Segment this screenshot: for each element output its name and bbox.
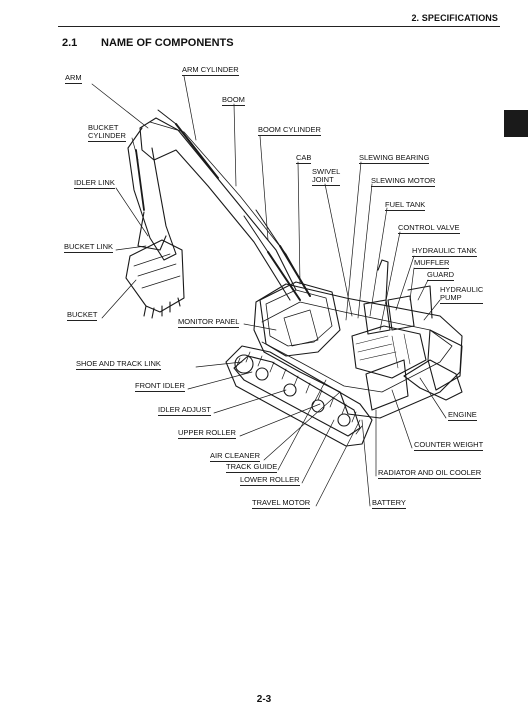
engine-detail	[355, 333, 411, 369]
boom-cylinder	[267, 245, 311, 301]
label-counter-weight: COUNTER WEIGHT	[414, 440, 484, 451]
label-hydraulic-tank: HYDRAULIC TANK	[412, 246, 477, 257]
label-arm: ARM	[65, 73, 82, 84]
section-title: NAME OF COMPONENTS	[101, 37, 234, 49]
boom-top-edge	[149, 121, 305, 287]
header-rule	[58, 26, 500, 27]
label-slewing-motor: SLEWING MOTOR	[371, 176, 436, 187]
label-guard: GUARD	[427, 270, 455, 281]
label-boom: BOOM	[222, 95, 245, 106]
deck	[261, 301, 453, 393]
roller	[255, 367, 269, 381]
cab-door	[283, 309, 319, 347]
chapter-tab-marker	[504, 110, 528, 137]
boom-structure	[139, 117, 297, 301]
engine-block	[351, 325, 427, 379]
label-swivel-joint: SWIVEL JOINT	[312, 167, 341, 186]
label-bucket: BUCKET	[67, 310, 98, 321]
section-number: 2.1	[62, 37, 78, 49]
arm-cylinder-rod	[157, 109, 177, 125]
label-muffler: MUFFLER	[414, 258, 450, 269]
label-air-cleaner: AIR CLEANER	[210, 451, 261, 462]
chapter-header: 2. SPECIFICATIONS	[411, 13, 498, 23]
label-bucket-link: BUCKET LINK	[64, 242, 114, 253]
muffler-pipe	[377, 259, 389, 301]
arm-structure	[127, 127, 177, 261]
label-front-idler: FRONT IDLER	[135, 381, 185, 392]
label-lower-roller: LOWER ROLLER	[240, 475, 300, 486]
fuel-tank	[363, 299, 391, 335]
label-upper-roller: UPPER ROLLER	[178, 428, 236, 439]
boom-cylinder-rod	[243, 209, 281, 253]
label-engine: ENGINE	[448, 410, 477, 421]
bucket-shell	[125, 239, 185, 313]
roller	[337, 413, 351, 427]
label-control-valve: CONTROL VALVE	[398, 223, 460, 234]
bucket-teeth	[143, 297, 181, 319]
label-slewing-bearing: SLEWING BEARING	[359, 153, 430, 164]
label-idler-adjust: IDLER ADJUST	[158, 405, 211, 416]
track-inner	[233, 355, 361, 437]
arm-cylinder	[175, 123, 219, 179]
track-rear	[403, 359, 463, 401]
label-radiator-and-oil-cooler: RADIATOR AND OIL COOLER	[378, 468, 482, 479]
label-arm-cylinder: ARM CYLINDER	[182, 65, 239, 76]
label-bucket-cylinder: BUCKET CYLINDER	[88, 123, 126, 142]
guard-rail	[407, 285, 433, 319]
label-fuel-tank: FUEL TANK	[385, 200, 426, 211]
page-number: 2-3	[256, 694, 272, 705]
cab-body	[259, 281, 341, 357]
label-shoe-and-track-link: SHOE AND TRACK LINK	[76, 359, 161, 370]
label-boom-cylinder: BOOM CYLINDER	[258, 125, 321, 136]
label-hydraulic-pump: HYDRAULIC PUMP	[440, 285, 484, 304]
label-travel-motor: TRAVEL MOTOR	[252, 498, 311, 509]
bucket-cylinder	[135, 149, 145, 211]
track-shoes	[235, 351, 363, 435]
bucket-link	[137, 211, 167, 251]
hydraulic-tank	[387, 295, 415, 331]
front-idler-wheel	[234, 354, 254, 374]
cab-window	[265, 289, 333, 347]
label-battery: BATTERY	[372, 498, 406, 509]
bucket-ribs	[133, 253, 181, 289]
radiator	[365, 359, 409, 411]
label-idler-link: IDLER LINK	[74, 178, 115, 189]
roller	[311, 399, 325, 413]
counterweight	[427, 329, 463, 391]
label-cab: CAB	[296, 153, 312, 164]
roller	[283, 383, 297, 397]
label-monitor-panel: MONITOR PANEL	[178, 317, 240, 328]
track-outline	[225, 345, 373, 447]
upper-frame	[253, 283, 463, 419]
label-track-guide: TRACK GUIDE	[226, 462, 278, 473]
